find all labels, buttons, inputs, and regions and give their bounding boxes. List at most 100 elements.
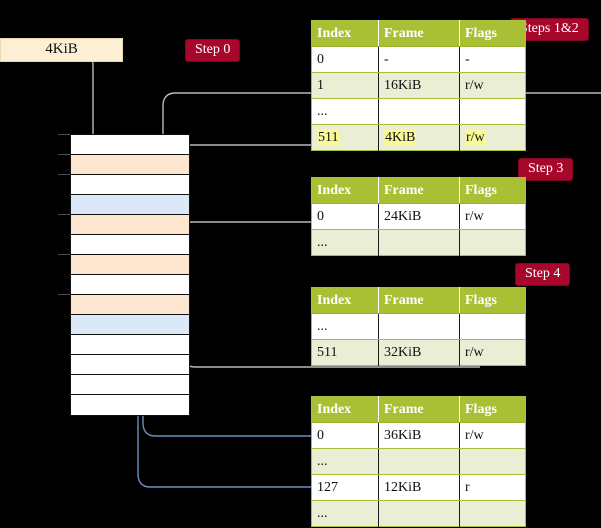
highlight-mark: 511 <box>317 130 340 145</box>
cell-index: ... <box>311 448 379 475</box>
cell-index: 511 <box>311 124 379 151</box>
cell-index: 0 <box>311 422 379 449</box>
memory-frame-row <box>71 195 189 215</box>
column-header-frame: Frame <box>378 287 460 314</box>
column-header-frame: Frame <box>378 396 460 423</box>
cell-index: 0 <box>311 203 379 230</box>
callout-4kib: 4KiB <box>0 38 123 62</box>
memory-frame-row <box>71 155 189 175</box>
highlight-mark: 4KiB <box>384 130 417 145</box>
table-row: 0-- <box>311 46 526 73</box>
memory-frame-row <box>71 315 189 335</box>
table-header-row: Index Frame Flags <box>311 20 526 47</box>
cell-flags: r/w <box>459 124 526 151</box>
column-header-frame: Frame <box>378 20 460 47</box>
memory-row-tick <box>58 254 70 255</box>
memory-frame-row <box>71 275 189 295</box>
memory-row-tick <box>58 214 70 215</box>
cell-index: ... <box>311 500 379 527</box>
wire-pt-127-to-frame <box>137 324 480 488</box>
cell-frame: 16KiB <box>378 72 460 99</box>
cell-flags: r/w <box>459 203 526 230</box>
cell-flags <box>459 98 526 125</box>
wire-pt-0-to-frame <box>142 244 480 437</box>
table-row: ... <box>311 229 526 256</box>
cell-flags <box>459 448 526 475</box>
column-header-flags: Flags <box>459 287 526 314</box>
memory-frame-row <box>71 355 189 375</box>
cell-frame: 4KiB <box>378 124 460 151</box>
column-header-index: Index <box>311 396 379 423</box>
cell-frame: 32KiB <box>378 339 460 366</box>
table-header-row: Index Frame Flags <box>311 177 526 204</box>
highlight-mark: r/w <box>465 130 486 145</box>
cell-index: 511 <box>311 339 379 366</box>
cell-frame <box>378 500 460 527</box>
cell-index: ... <box>311 98 379 125</box>
cell-index: ... <box>311 313 379 340</box>
cell-index: 0 <box>311 46 379 73</box>
memory-frame-row <box>71 395 189 415</box>
memory-row-tick <box>58 294 70 295</box>
badge-step-0: Step 0 <box>186 40 240 61</box>
table-row: ... <box>311 98 526 125</box>
column-header-index: Index <box>311 20 379 47</box>
cell-frame <box>378 229 460 256</box>
table-row: ... <box>311 313 526 340</box>
badge-steps-1-2: Steps 1&2 <box>511 19 588 40</box>
cell-flags <box>459 313 526 340</box>
cell-index: 127 <box>311 474 379 501</box>
memory-frame-row <box>71 335 189 355</box>
cell-frame: - <box>378 46 460 73</box>
cell-frame: 12KiB <box>378 474 460 501</box>
memory-frame-row <box>71 255 189 275</box>
memory-frame-row <box>71 175 189 195</box>
cell-frame <box>378 313 460 340</box>
memory-row-tick <box>58 134 70 135</box>
badge-step-3: Step 3 <box>519 159 573 180</box>
cell-flags: r/w <box>459 72 526 99</box>
table-row: 511 4KiB r/w <box>311 124 526 151</box>
column-header-frame: Frame <box>378 177 460 204</box>
memory-frame-row <box>71 235 189 255</box>
cell-frame <box>378 448 460 475</box>
memory-frame-row <box>71 295 189 315</box>
memory-frame-row <box>71 135 189 155</box>
column-header-flags: Flags <box>459 20 526 47</box>
column-header-index: Index <box>311 287 379 314</box>
memory-row-tick <box>58 154 70 155</box>
memory-row-tick <box>58 174 70 175</box>
cell-flags: r <box>459 474 526 501</box>
cell-flags: r/w <box>459 339 526 366</box>
memory-frame-column <box>70 134 190 416</box>
column-header-index: Index <box>311 177 379 204</box>
cell-flags: - <box>459 46 526 73</box>
cell-index: 1 <box>311 72 379 99</box>
memory-frame-row <box>71 375 189 395</box>
cell-frame <box>378 98 460 125</box>
cell-index: ... <box>311 229 379 256</box>
table-row: ... <box>311 448 526 475</box>
cell-flags <box>459 500 526 527</box>
column-header-flags: Flags <box>459 177 526 204</box>
table-row: ... <box>311 500 526 527</box>
cell-flags <box>459 229 526 256</box>
cell-frame: 24KiB <box>378 203 460 230</box>
memory-frame-row <box>71 215 189 235</box>
table-header-row: Index Frame Flags <box>311 396 526 423</box>
table-header-row: Index Frame Flags <box>311 287 526 314</box>
column-header-flags: Flags <box>459 396 526 423</box>
cell-flags: r/w <box>459 422 526 449</box>
badge-step-4: Step 4 <box>516 264 570 285</box>
wire-frame-to-pml4 <box>162 92 601 229</box>
